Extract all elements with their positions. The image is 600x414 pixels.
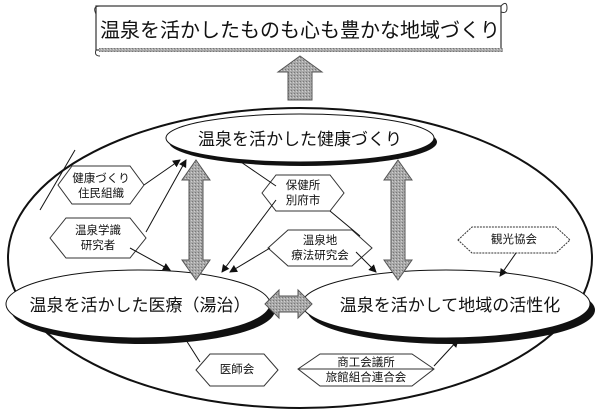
actor-line: 別府市: [285, 193, 321, 207]
connector: [221, 199, 277, 273]
goal-ellipse-health: [165, 113, 437, 166]
connector: [229, 247, 271, 273]
connector: [433, 339, 459, 367]
outer-ellipse: [7, 107, 593, 409]
banner-title: 温泉を活かしたものも心も豊かな地域づくり: [100, 18, 500, 42]
hex-medical-assoc: [195, 353, 279, 387]
actor-line: 旅館組合連合会: [325, 370, 407, 384]
connector: [145, 159, 187, 233]
double-arrow-left: [181, 159, 211, 281]
hex-tourism: [457, 226, 571, 254]
actor-resident-group: 健康づくり 住民組織: [72, 171, 130, 201]
actor-line: 商工会議所: [337, 355, 395, 369]
actor-line: 観光協会: [491, 232, 537, 246]
connector: [185, 339, 201, 363]
actor-line: 温泉学識: [75, 223, 121, 237]
goal-revitalization-label: 温泉を活かして地域の活性化: [339, 296, 561, 316]
goal-ellipse-medical: [5, 269, 275, 344]
hex-health-center: [261, 174, 345, 212]
actor-medical-assoc: 医師会: [210, 362, 264, 377]
actor-tourism: 観光協会: [472, 232, 556, 247]
hex-researchers: [49, 217, 147, 259]
goal-health-label: 温泉を活かした健康づくり: [198, 130, 402, 150]
connector: [143, 159, 181, 186]
actor-line: 健康づくり: [72, 171, 130, 185]
connector: [39, 149, 76, 211]
connector: [237, 159, 277, 187]
actor-health-center: 保健所 別府市: [276, 178, 330, 208]
connector: [499, 252, 517, 277]
double-arrow-horizontal: [264, 288, 313, 320]
banner-scroll: [94, 2, 508, 57]
actor-researchers: 温泉学識 研究者: [66, 223, 130, 253]
actor-line: 研究者: [80, 238, 116, 252]
actor-line: 住民組織: [78, 186, 124, 200]
double-arrow-right: [383, 159, 413, 281]
actor-therapy: 温泉地 療法研究会: [284, 233, 356, 263]
hex-therapy: [267, 229, 373, 267]
actor-line: 温泉地: [302, 233, 338, 247]
up-arrow: [276, 55, 324, 101]
connector: [329, 210, 361, 237]
connector: [129, 247, 171, 271]
actor-line: 保健所: [285, 178, 321, 192]
actor-line: 医師会: [219, 362, 255, 376]
actor-line: 療法研究会: [291, 248, 349, 262]
goal-medical-label: 温泉を活かした医療（湯治）: [29, 296, 251, 316]
connector: [355, 251, 377, 273]
actor-commerce: 商工会議所 旅館組合連合会: [314, 355, 418, 385]
